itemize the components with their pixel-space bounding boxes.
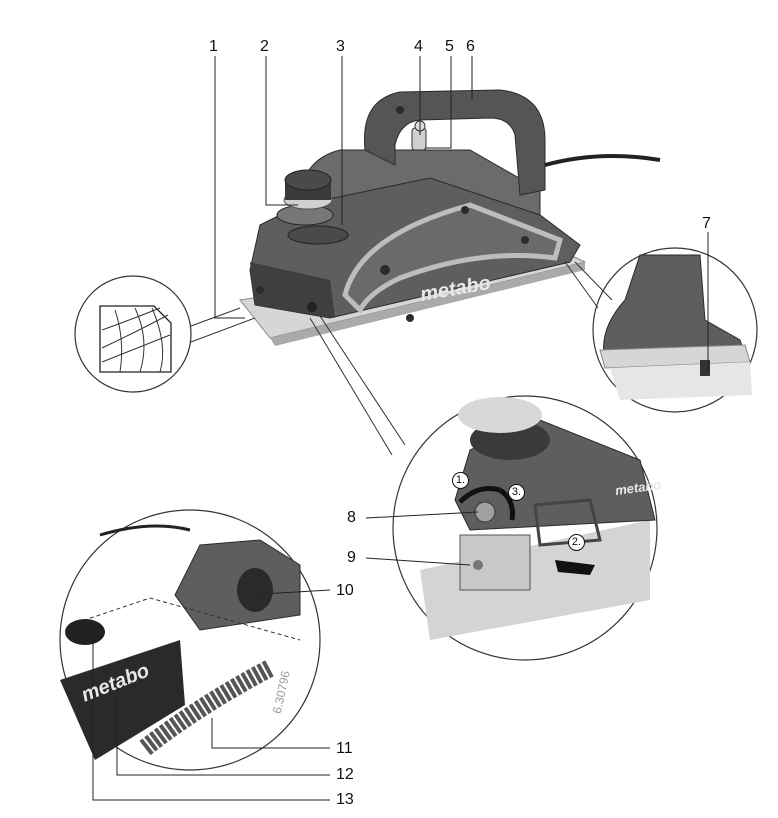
step-3-marker: 3. — [508, 484, 525, 501]
leader-lines — [92, 56, 709, 801]
planer-body — [239, 89, 661, 346]
callout-8: 8 — [347, 509, 356, 526]
adjustment-detail-circle — [309, 315, 658, 661]
step-1-marker: 1. — [452, 472, 469, 489]
callout-7: 7 — [702, 215, 711, 232]
groove-detail-circle — [74, 275, 256, 393]
callout-5: 5 — [445, 38, 454, 55]
callout-1: 1 — [209, 38, 218, 55]
rear-detail-circle — [564, 247, 758, 413]
callout-10: 10 — [336, 582, 354, 599]
callout-9: 9 — [347, 549, 356, 566]
callout-3: 3 — [336, 38, 345, 55]
step-2-marker: 2. — [568, 534, 585, 551]
callout-11: 11 — [336, 740, 353, 757]
callout-6: 6 — [466, 38, 475, 55]
callout-12: 12 — [336, 766, 354, 783]
callout-2: 2 — [260, 38, 269, 55]
callout-13: 13 — [336, 791, 354, 808]
callout-4: 4 — [414, 38, 423, 55]
dust-extraction-detail-circle — [59, 509, 321, 771]
